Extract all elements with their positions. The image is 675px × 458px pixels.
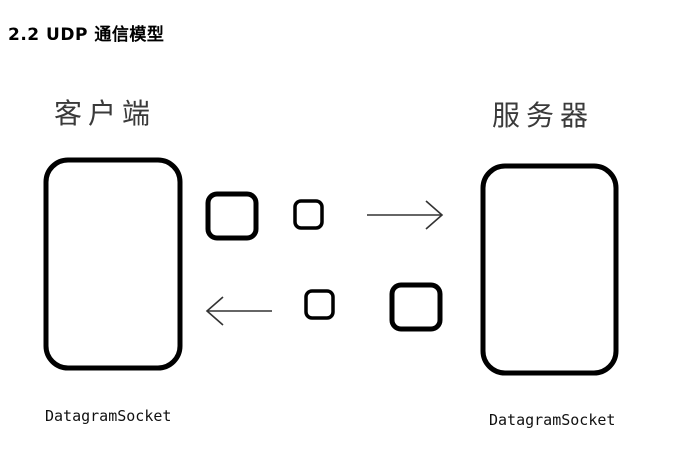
left-arrow-icon [205,296,272,326]
server-label: 服务器 [492,99,595,132]
incoming-packet-small [304,289,335,320]
outgoing-packet-large [205,191,259,241]
server-socket-box [480,163,619,376]
outgoing-packet-small [293,199,324,230]
client-socket-label: DatagramSocket [45,407,172,425]
server-socket-label: DatagramSocket [489,411,616,429]
client-label: 客户端 [54,97,157,130]
section-title: 2.2 UDP 通信模型 [8,25,165,45]
incoming-packet-large [389,282,443,332]
right-arrow-icon [367,200,444,230]
client-socket-box [43,157,183,371]
